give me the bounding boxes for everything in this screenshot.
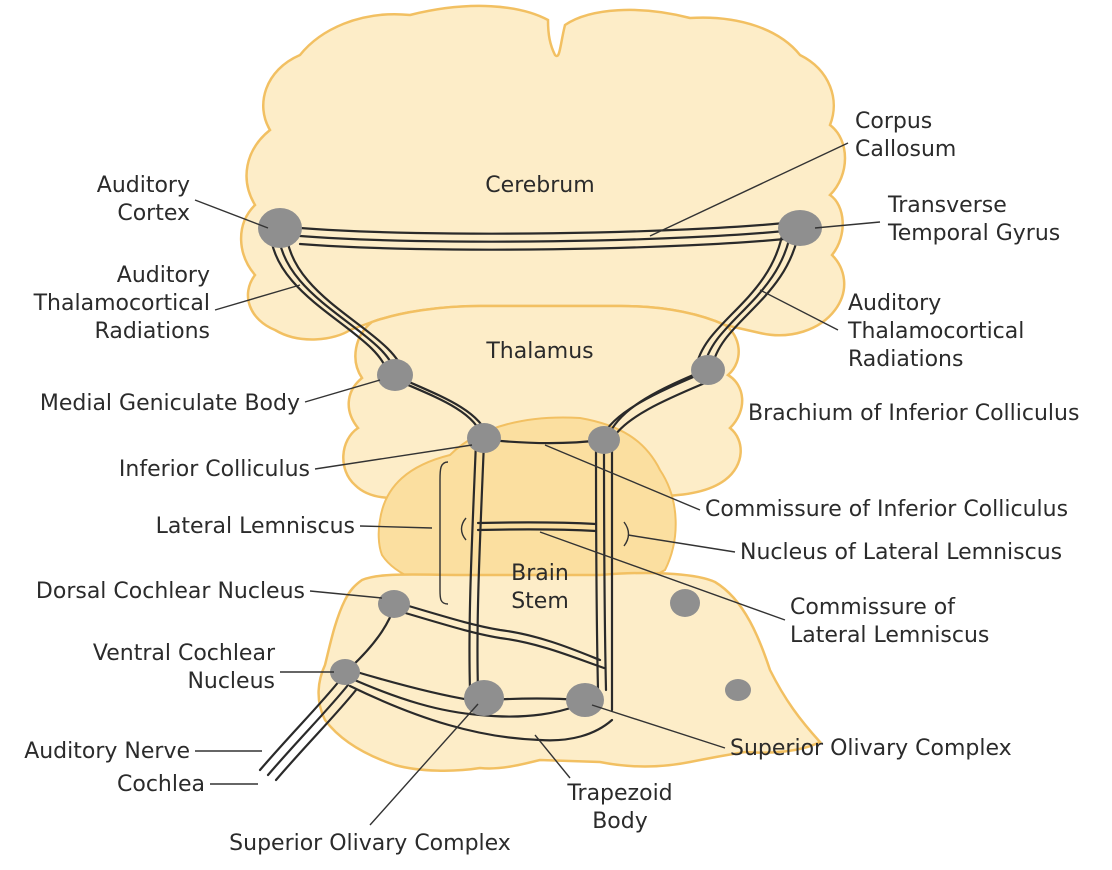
right-inferior-colliculus-nucleus: [588, 426, 620, 454]
nucleus-of-lateral-lemniscus-label: Nucleus of Lateral Lemniscus: [740, 539, 1085, 567]
lateral-lemniscus-label: Lateral Lemniscus: [100, 513, 355, 541]
thalamus-label: Thalamus: [470, 338, 610, 366]
tissue-layer: [241, 6, 845, 771]
trapezoid-body-label: Trapezoid Body: [545, 780, 695, 836]
ventral-cochlear-nucleus: [330, 659, 360, 685]
auditory-thalamocortical-radiations-left-label: Auditory Thalamocortical Radiations: [10, 262, 210, 346]
brachium-of-inferior-colliculus-label: Brachium of Inferior Colliculus: [748, 400, 1108, 428]
corpus-callosum-label: Corpus Callosum: [855, 108, 1015, 164]
auditory-cortex-label: Auditory Cortex: [40, 172, 190, 228]
ventral-cochlear-nucleus-label: Ventral Cochlear Nucleus: [40, 640, 275, 696]
medial-geniculate-body-label: Medial Geniculate Body: [10, 390, 300, 418]
superior-olivary-complex-bottom-label: Superior Olivary Complex: [205, 830, 535, 858]
right-ventral-cochlear-nucleus: [725, 679, 751, 701]
auditory-nerve-label: Auditory Nerve: [0, 738, 190, 766]
commissure-of-inferior-colliculus-label: Commissure of Inferior Colliculus: [705, 496, 1105, 524]
auditory-thalamocortical-radiations-right-label: Auditory Thalamocortical Radiations: [848, 290, 1078, 374]
superior-olivary-complex-right-label: Superior Olivary Complex: [730, 735, 1060, 763]
inferior-colliculus-label: Inferior Colliculus: [60, 456, 310, 484]
transverse-temporal-gyrus-label: Transverse Temporal Gyrus: [888, 192, 1098, 248]
commissure-of-lateral-lemniscus-label: Commissure of Lateral Lemniscus: [790, 594, 1050, 650]
right-superior-olivary-complex: [566, 683, 604, 717]
right-medial-geniculate-nucleus: [691, 355, 725, 385]
left-auditory-cortex-nucleus: [258, 208, 302, 248]
cerebrum-label: Cerebrum: [460, 172, 620, 200]
dorsal-cochlear-nucleus-label: Dorsal Cochlear Nucleus: [10, 578, 305, 606]
cochlea-label: Cochlea: [60, 771, 205, 799]
left-superior-olivary-complex: [464, 680, 504, 716]
brain-stem-label: Brain Stem: [490, 560, 590, 616]
dorsal-cochlear-nucleus: [378, 590, 410, 618]
left-inferior-colliculus-nucleus: [467, 423, 501, 453]
right-dorsal-cochlear-nucleus: [670, 589, 700, 617]
medial-geniculate-body-nucleus: [377, 359, 413, 391]
